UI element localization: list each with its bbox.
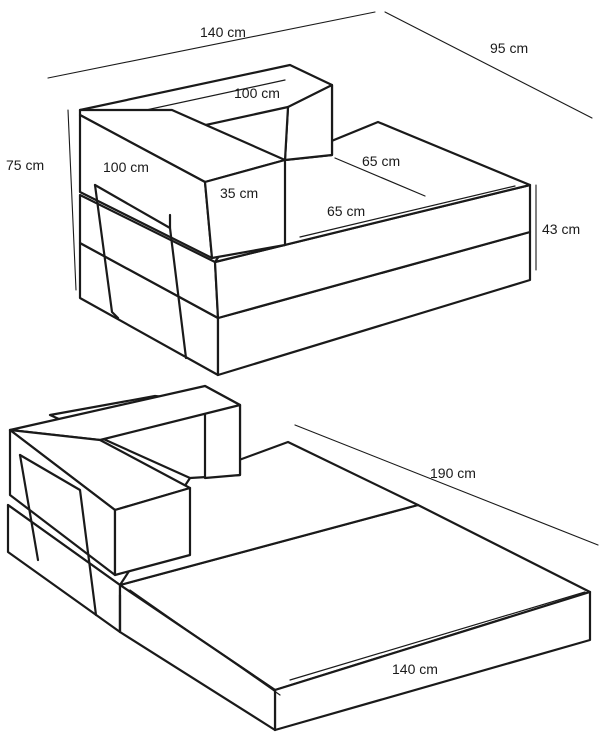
bed-width-label: 140 cm (392, 661, 438, 677)
width-dimension-line (47, 11, 376, 79)
bed-armrest-side (113, 486, 192, 577)
depth-label: 95 cm (490, 40, 528, 56)
backrest-length-label: 100 cm (234, 85, 280, 101)
bed-length-label: 190 cm (430, 465, 476, 481)
seat-height-label: 43 cm (542, 221, 580, 237)
height-dimension-line (67, 109, 77, 291)
bed-edge-line-1 (129, 589, 281, 696)
seat-width-label: 65 cm (327, 203, 365, 219)
unfolded-bed-drawing (6, 384, 599, 732)
seat-depth-line (334, 157, 426, 197)
bed-edge-line-2 (289, 591, 586, 681)
armrest-length-label: 100 cm (103, 159, 149, 175)
strap-left (93, 183, 120, 320)
width-label: 140 cm (200, 24, 246, 40)
seat-edge-line (299, 185, 516, 238)
armrest-width-label: 35 cm (220, 185, 258, 201)
length-dimension-line (294, 424, 599, 546)
bed-strap-left (18, 453, 40, 562)
folded-chair-drawing (47, 11, 593, 377)
seat-depth-label: 65 cm (362, 153, 400, 169)
bed-strap-right (18, 453, 98, 617)
armrest-side-face (203, 158, 287, 260)
depth-dimension-line (384, 11, 593, 119)
height-label: 75 cm (6, 157, 44, 173)
